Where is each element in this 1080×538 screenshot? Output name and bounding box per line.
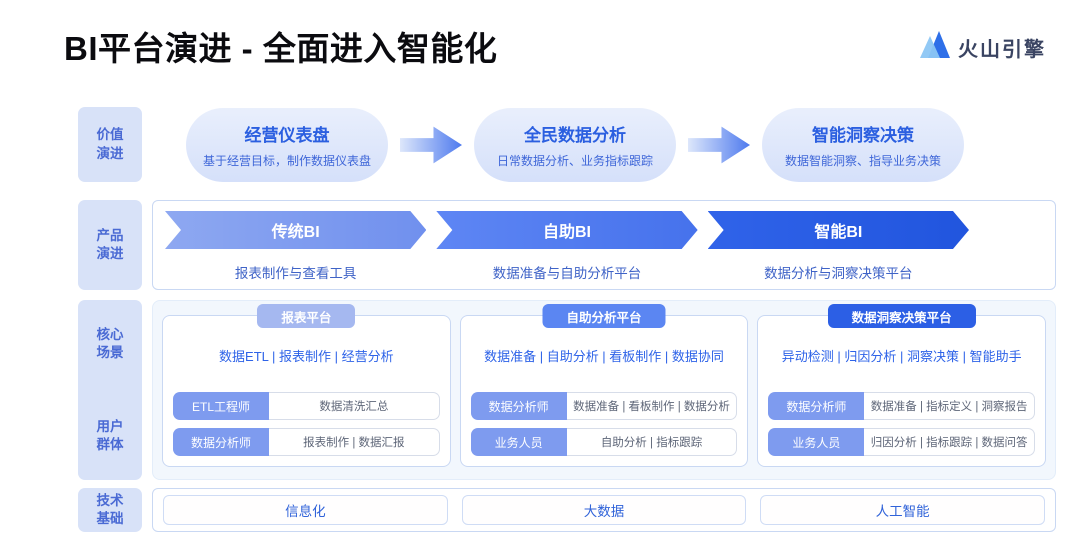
scenario-card-insight-decision-platform: 数据洞察决策平台 异动检测 | 归因分析 | 洞察决策 | 智能助手 数据分析师… (757, 304, 1047, 467)
user-role-chip: ETL工程师 (173, 392, 269, 420)
platform-badge: 报表平台 (257, 304, 356, 328)
product-desc: 数据分析与洞察决策平台 (764, 266, 913, 281)
tech-item-ai: 人工智能 (760, 495, 1046, 525)
user-row: 数据分析师 数据准备 | 指标定义 | 洞察报告 (768, 392, 1036, 420)
user-tasks: 数据清洗汇总 (269, 392, 440, 420)
rail-label-core-scenarios: 核心 场景 (96, 327, 124, 361)
platform-badge: 数据洞察决策平台 (827, 304, 976, 328)
value-stage-self-service: 全民数据分析 日常数据分析、业务指标跟踪 (474, 108, 676, 182)
scenario-card-report-platform: 报表平台 数据ETL | 报表制作 | 经营分析 ETL工程师 数据清洗汇总 数… (162, 304, 451, 467)
value-stage-title: 经营仪表盘 (244, 126, 330, 145)
product-banner-line: 传统BI 自助BI 智能BI (165, 211, 969, 249)
product-desc: 数据准备与自助分析平台 (492, 266, 642, 281)
product-banner-traditional-bi: 传统BI (165, 211, 426, 249)
user-group-list: 数据分析师 数据准备 | 指标定义 | 洞察报告 业务人员 归因分析 | 指标跟… (768, 392, 1036, 456)
product-banner-intelligent-bi: 智能BI (708, 211, 969, 249)
scenario-list: 数据准备 | 自助分析 | 看板制作 | 数据协同 (484, 349, 724, 364)
product-desc: 报表制作与查看工具 (234, 266, 357, 281)
value-evolution-row: 经营仪表盘 基于经营目标，制作数据仪表盘 全民数据分析 日常数据分析、业务指标跟… (152, 107, 1058, 183)
platform-badge: 自助分析平台 (542, 304, 666, 328)
core-scenario-panel: 报表平台 数据ETL | 报表制作 | 经营分析 ETL工程师 数据清洗汇总 数… (152, 300, 1056, 480)
rail-label-user-groups: 用户 群体 (96, 418, 124, 452)
user-tasks: 报表制作 | 数据汇报 (269, 428, 440, 456)
user-tasks: 数据准备 | 指标定义 | 洞察报告 (864, 392, 1036, 420)
tech-item-big-data: 大数据 (461, 495, 747, 525)
rail-label-product-evolution: 产品 演进 (78, 200, 142, 290)
value-stage-title: 全民数据分析 (524, 126, 626, 145)
rail-label-value-evolution: 价值 演进 (78, 107, 142, 182)
product-banner-self-service-bi: 自助BI (436, 211, 697, 249)
user-role-chip: 业务人员 (470, 428, 567, 456)
product-evolution-panel: 传统BI 自助BI 智能BI 报表制作与查看工具 数据准备与自助分析平台 数据分… (152, 200, 1056, 290)
user-role-chip: 业务人员 (768, 428, 865, 456)
rail-label-text: 技术 基础 (96, 492, 124, 526)
user-row: ETL工程师 数据清洗汇总 (173, 392, 440, 420)
volcano-engine-mountain-icon (920, 31, 950, 63)
value-stage-title: 智能洞察决策 (812, 126, 914, 145)
rail-label-text: 价值 演进 (96, 127, 124, 161)
user-role-chip: 数据分析师 (173, 428, 269, 456)
user-tasks: 数据准备 | 看板制作 | 数据分析 (566, 392, 738, 420)
user-tasks: 归因分析 | 指标跟踪 | 数据问答 (864, 428, 1036, 456)
rail-label-text: 产品 演进 (96, 227, 124, 261)
user-group-list: 数据分析师 数据准备 | 看板制作 | 数据分析 业务人员 自助分析 | 指标跟… (470, 392, 738, 456)
value-stage-intelligent: 智能洞察决策 数据智能洞察、指导业务决策 (762, 108, 964, 182)
user-role-chip: 数据分析师 (768, 392, 865, 420)
user-row: 数据分析师 报表制作 | 数据汇报 (173, 428, 440, 456)
brand-logo: 火山引擎 (920, 31, 1046, 63)
rail-label-core-and-users: 核心 场景 用户 群体 (78, 300, 142, 480)
user-row: 业务人员 归因分析 | 指标跟踪 | 数据问答 (768, 428, 1036, 456)
value-stage-dashboard: 经营仪表盘 基于经营目标，制作数据仪表盘 (186, 108, 388, 182)
scenario-list: 异动检测 | 归因分析 | 洞察决策 | 智能助手 (781, 349, 1022, 364)
value-stage-subtitle: 日常数据分析、业务指标跟踪 (496, 154, 653, 168)
right-arrow-icon (400, 126, 462, 164)
value-stage-subtitle: 数据智能洞察、指导业务决策 (784, 154, 941, 168)
page-title: BI平台演进 - 全面进入智能化 (64, 30, 498, 67)
scenario-list: 数据ETL | 报表制作 | 经营分析 (219, 349, 394, 364)
user-group-list: ETL工程师 数据清洗汇总 数据分析师 报表制作 | 数据汇报 (173, 392, 440, 456)
right-arrow-icon (688, 126, 750, 164)
user-tasks: 自助分析 | 指标跟踪 (566, 428, 738, 456)
tech-foundation-panel: 信息化 大数据 人工智能 (152, 488, 1056, 532)
scenario-card-self-analysis-platform: 自助分析平台 数据准备 | 自助分析 | 看板制作 | 数据协同 数据分析师 数… (459, 304, 749, 467)
tech-item-informatization: 信息化 (163, 495, 448, 525)
user-row: 业务人员 自助分析 | 指标跟踪 (470, 428, 738, 456)
user-role-chip: 数据分析师 (470, 392, 567, 420)
user-row: 数据分析师 数据准备 | 看板制作 | 数据分析 (470, 392, 738, 420)
product-desc-line: 报表制作与查看工具 数据准备与自助分析平台 数据分析与洞察决策平台 (165, 262, 969, 282)
rail-label-tech-foundation: 技术 基础 (78, 488, 142, 532)
brand-logo-text: 火山引擎 (958, 38, 1046, 61)
value-stage-subtitle: 基于经营目标，制作数据仪表盘 (202, 154, 371, 168)
